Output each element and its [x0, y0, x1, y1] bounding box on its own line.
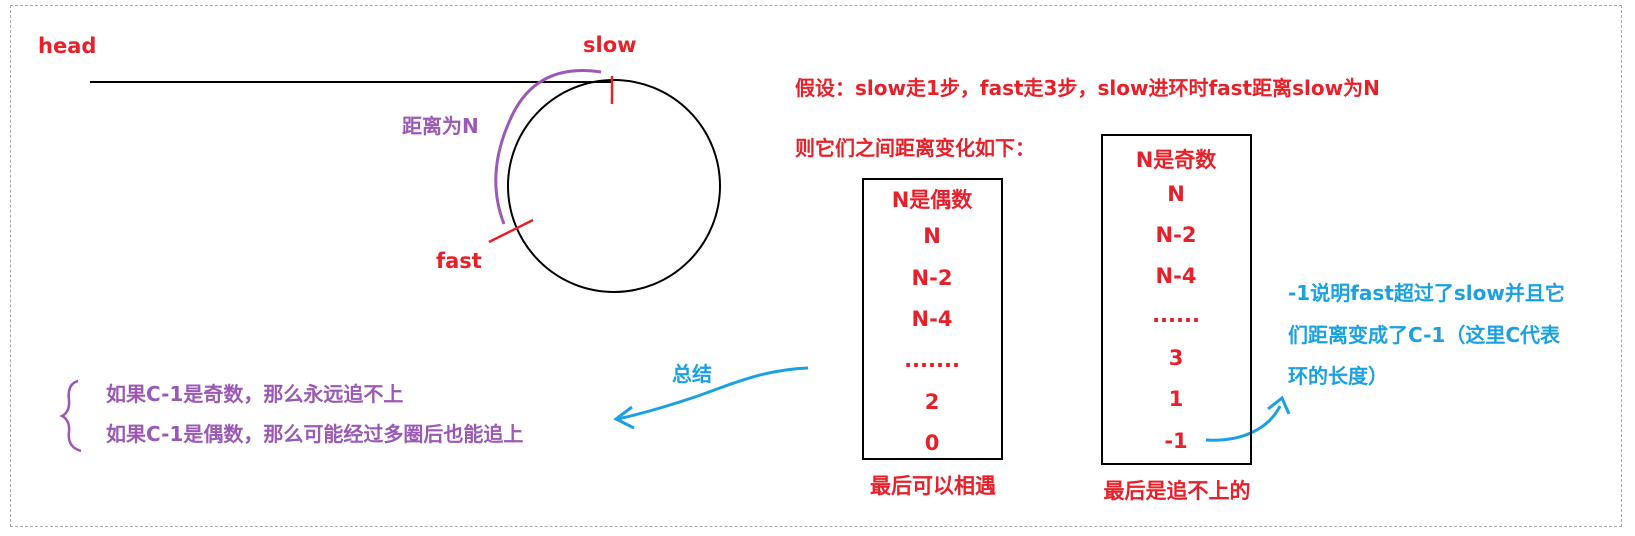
odd-table-row: N-4 [1155, 264, 1197, 288]
summary-arrowhead [613, 405, 635, 430]
odd-table-row: N-2 [1155, 223, 1197, 247]
odd-table-header: N是奇数 [1135, 148, 1217, 172]
head-label: head [38, 34, 97, 58]
cycle-circle [507, 79, 721, 293]
even-table-row: 0 [924, 431, 940, 455]
even-table-row: ....... [904, 348, 960, 372]
even-table [862, 178, 1003, 460]
odd-table-row: 1 [1168, 387, 1184, 411]
note-line-1: -1说明fast超过了slow并且它 [1288, 281, 1565, 305]
odd-table-row: 3 [1168, 346, 1184, 370]
assumption-line-1: 假设：slow走1步，fast走3步，slow进环时fast距离slow为N [795, 76, 1380, 100]
fast-label: fast [436, 249, 482, 273]
odd-table-caption: 最后是追不上的 [1103, 479, 1251, 503]
distance-label: 距离为N [402, 114, 479, 138]
odd-table-row: -1 [1164, 429, 1188, 453]
note-line-2: 们距离变成了C-1（这里C代表 [1288, 323, 1561, 347]
even-table-header: N是偶数 [891, 188, 973, 212]
odd-table [1101, 134, 1252, 465]
summary-line-1: 如果C-1是奇数，那么永远追不上 [106, 382, 404, 406]
slow-label: slow [583, 33, 637, 57]
summary-brace [59, 379, 82, 453]
note-line-3: 环的长度） [1288, 364, 1388, 388]
summary-label: 总结 [672, 362, 712, 386]
even-table-row: N [923, 224, 941, 248]
even-table-row: N-2 [911, 266, 953, 290]
odd-table-row: N [1167, 182, 1185, 206]
assumption-line-2: 则它们之间距离变化如下： [795, 136, 1035, 160]
even-table-row: 2 [924, 390, 940, 414]
summary-line-2: 如果C-1是偶数，那么可能经过多圈后也能追上 [106, 422, 524, 446]
diagram-frame [10, 5, 1622, 527]
even-table-caption: 最后可以相遇 [870, 474, 996, 498]
summary-arrow [617, 366, 809, 421]
note-arrowhead [1267, 395, 1291, 415]
even-table-row: N-4 [911, 307, 953, 331]
distance-arc [494, 69, 602, 225]
fast-marker [488, 218, 534, 244]
odd-table-row: ...... [1152, 303, 1200, 327]
